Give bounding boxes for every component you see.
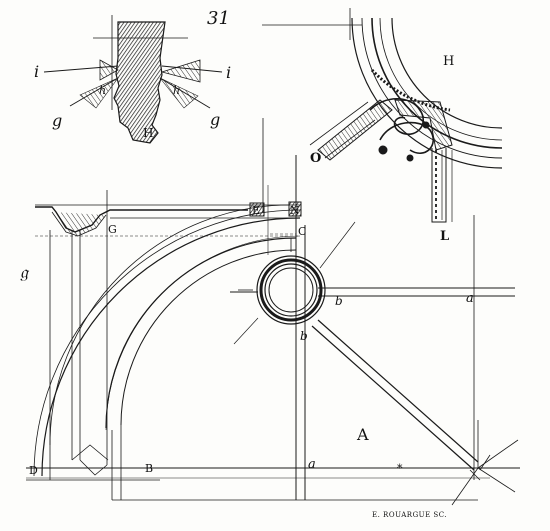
molding-profile-detail — [43, 15, 223, 144]
label-H-ring: H — [443, 54, 454, 69]
profile-section — [113, 21, 166, 144]
ring-section — [238, 238, 326, 325]
label-side-glyph: 𝔤 — [20, 262, 30, 283]
label-g-left: g — [52, 111, 62, 130]
label-g-right: g — [210, 110, 220, 129]
label-i-left: i — [34, 62, 39, 81]
label-C: C — [298, 225, 306, 238]
label-D: D — [29, 464, 38, 477]
label-L: L — [440, 229, 449, 244]
label-N: N — [290, 204, 300, 217]
label-h-right: h — [173, 84, 180, 97]
label-i-right: i — [226, 63, 231, 82]
label-A: A — [356, 425, 369, 444]
figure-number: 31 — [207, 8, 230, 29]
label-b-right: b — [335, 294, 343, 308]
label-a-right: a — [466, 291, 474, 306]
ring-bracket-detail — [262, 8, 503, 223]
label-h-left: h — [99, 84, 106, 97]
label-G: G — [108, 223, 117, 236]
label-a-bottom: a — [308, 457, 316, 472]
label-b-lower: b — [300, 329, 308, 343]
label-H-profile: H — [143, 126, 153, 140]
label-O: O — [310, 151, 321, 166]
construction-drawing — [26, 118, 520, 506]
asterisk-mark: * — [397, 462, 403, 475]
label-B: B — [145, 462, 153, 475]
labels: 31 H H i i h h g g O L E N G C b b a a A… — [20, 8, 474, 519]
engraver-signature: E. ROUARGUE SC. — [372, 511, 447, 519]
label-E: E — [252, 204, 260, 217]
